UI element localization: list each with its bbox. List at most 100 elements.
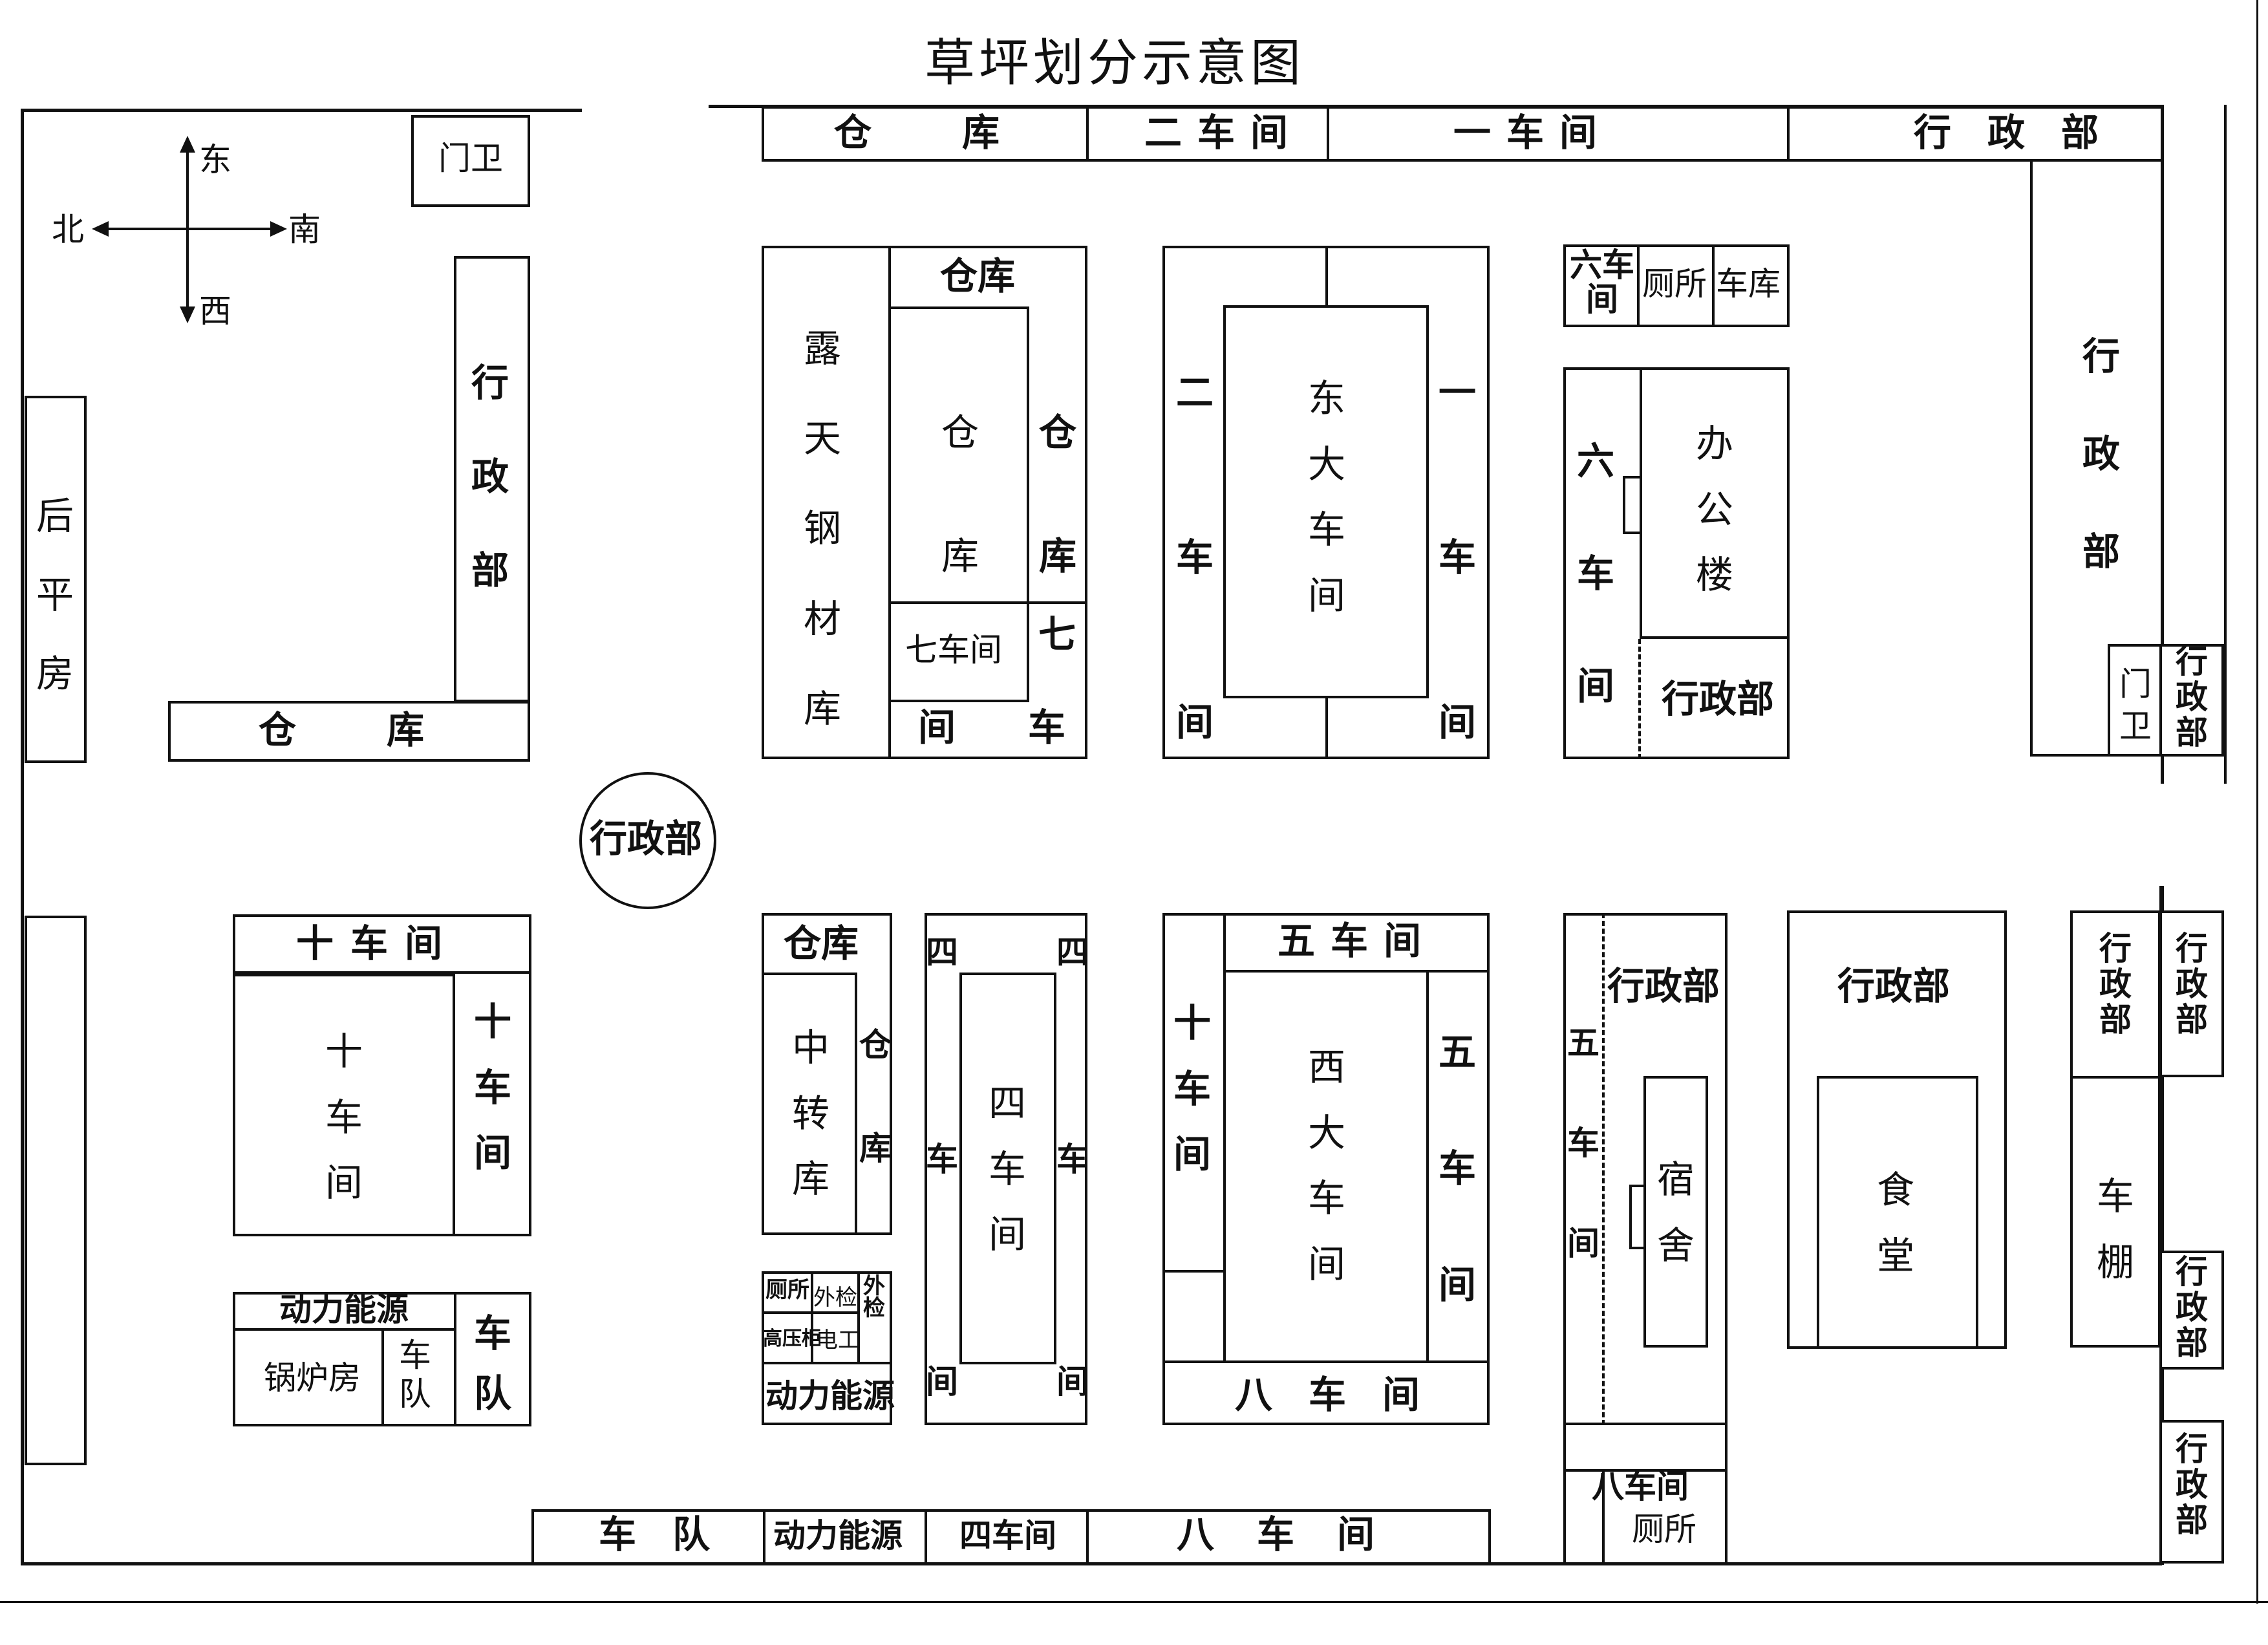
top-strip-div2 [1327, 106, 1329, 162]
fleet-inner-label: 车队 [399, 1337, 431, 1413]
ws6-small-label: 六车间 [1570, 246, 1634, 318]
transfer-inner [762, 973, 857, 1235]
admin-edge2-label: 行政部 [2176, 930, 2208, 1038]
canteen-label: 食堂 [1876, 1168, 1914, 1278]
east-big-inner [1223, 305, 1429, 698]
toilet-top-label: 厕所 [1642, 265, 1707, 303]
dorm-label: 宿舍 [1656, 1157, 1695, 1267]
ws4-tr-label: 四 [1056, 934, 1089, 971]
warehouse-left-label: 仓库 [259, 708, 515, 752]
ws7-bottom-a: 间 [918, 705, 956, 749]
ws4-ml-label: 车 [926, 1141, 958, 1178]
wh-small-label: 仓库 [784, 921, 859, 965]
compass-west: 西 [199, 292, 231, 330]
compass-north: 北 [52, 211, 84, 248]
bottom-ws4-label: 四车间 [959, 1517, 1056, 1554]
ws10-col-label: 十车间 [1173, 1001, 1211, 1176]
ws5-side-label: 五车间 [1438, 1030, 1476, 1307]
gate-left [411, 115, 530, 207]
west-big-label: 西大车间 [1307, 1045, 1345, 1286]
admin-edge1-label: 行政部 [2176, 643, 2208, 751]
ws6-side-label: 六车间 [1576, 439, 1614, 708]
wh-side-label: 仓库 [1038, 411, 1076, 579]
power-divider-v [454, 1292, 456, 1426]
canteen-block [1817, 1076, 1978, 1349]
bottom-strip-div3 [1086, 1509, 1089, 1565]
ws5-left-label: 五车间 [1567, 1024, 1599, 1262]
page-bottom-rule [0, 1601, 2268, 1603]
east-big-bot-div [1325, 696, 1328, 759]
warehouse-left [168, 701, 530, 762]
bottom-strip [531, 1509, 1491, 1565]
ws8-bottom-div [1162, 1360, 1490, 1363]
compass-south: 南 [288, 211, 321, 248]
office-label: 办公楼 [1695, 422, 1733, 597]
ws5-dashed-divider [1602, 913, 1605, 1425]
office-block [1640, 367, 1790, 639]
bottom-power-label: 动力能源 [773, 1517, 903, 1554]
top-strip [762, 106, 1790, 162]
top-strip-div1 [1086, 106, 1089, 162]
compass-east: 东 [199, 141, 231, 178]
steel-label: 露天钢材库 [803, 327, 841, 731]
boundary-right-lower [2161, 886, 2164, 1565]
dorm-notch [1629, 1185, 1646, 1249]
garage-label: 车库 [1716, 265, 1781, 303]
west-big-inner [1223, 970, 1429, 1363]
admin-right-label: 行政部 [2082, 334, 2120, 574]
electric-label: 电工 [816, 1328, 860, 1353]
ws8-bottom-label: 八车间 [1235, 1373, 1457, 1417]
wh-inner [888, 306, 1029, 604]
admin-left-label: 行政部 [471, 361, 509, 592]
ws7-side-label: 七 [1038, 612, 1076, 656]
compass-horizontal-line [103, 228, 273, 230]
shed-label: 车棚 [2096, 1174, 2134, 1284]
wh-top-label: 仓库 [940, 254, 1016, 298]
admin-left-block [454, 256, 530, 702]
boiler-label: 锅炉房 [264, 1359, 361, 1397]
shed-divider [2070, 1076, 2161, 1079]
ws7-inner [888, 601, 1029, 702]
office-dashed-divider [1638, 639, 1641, 759]
boundary-left [21, 109, 24, 1565]
top-ws2-label: 二车间 [1144, 111, 1304, 155]
toilet-bottom-div [1602, 1469, 1605, 1564]
small-rooms-h1 [762, 1311, 859, 1314]
ws4-inner [959, 973, 1056, 1364]
wh-inner-label: 仓库 [941, 411, 979, 579]
admin-edge3-label: 行政部 [2176, 1253, 2208, 1362]
ws2-side-label: 二车间 [1175, 371, 1214, 745]
small-rooms [762, 1271, 892, 1425]
admin-shed-label: 行政部 [2099, 930, 2132, 1038]
small-rooms-h2 [762, 1362, 892, 1364]
small-rooms-v1 [811, 1271, 813, 1362]
compass-vertical-line [186, 147, 189, 316]
ws4-mr-label: 车 [1056, 1141, 1089, 1178]
ws6-small-div2 [1712, 244, 1715, 327]
admin-top-right [1787, 106, 2163, 162]
ws10-side-label: 十车间 [473, 1000, 511, 1175]
arrow-left-icon [92, 221, 109, 237]
ws7-inner-label: 七车间 [905, 631, 1002, 669]
admin-circle [579, 772, 716, 909]
arrow-right-icon [270, 221, 287, 237]
bottom-fleet-label: 车队 [599, 1512, 747, 1556]
high-voltage-label: 高压柜 [763, 1328, 821, 1350]
arrow-down-icon [180, 306, 195, 323]
power-label: 动力能源 [279, 1291, 409, 1328]
admin-circle-label: 行政部 [590, 817, 703, 861]
east-big-label: 东大车间 [1307, 376, 1345, 618]
top-ws1-label: 一车间 [1453, 111, 1613, 155]
left-strip-lower [25, 916, 87, 1465]
bottom-strip-div2 [925, 1509, 927, 1565]
ws1-side-label: 一车间 [1438, 371, 1476, 745]
arrow-up-icon [180, 136, 195, 153]
small-rooms-v2 [857, 1271, 860, 1362]
gate-left-label: 门卫 [438, 140, 503, 177]
bottom-ws8-label: 八车间 [1177, 1512, 1418, 1556]
ws4-tl-label: 四 [926, 934, 958, 971]
toilet-bottom-label: 厕所 [1632, 1511, 1696, 1548]
outside-check-label: 外检 [813, 1285, 857, 1311]
ws6-small [1563, 244, 1790, 327]
